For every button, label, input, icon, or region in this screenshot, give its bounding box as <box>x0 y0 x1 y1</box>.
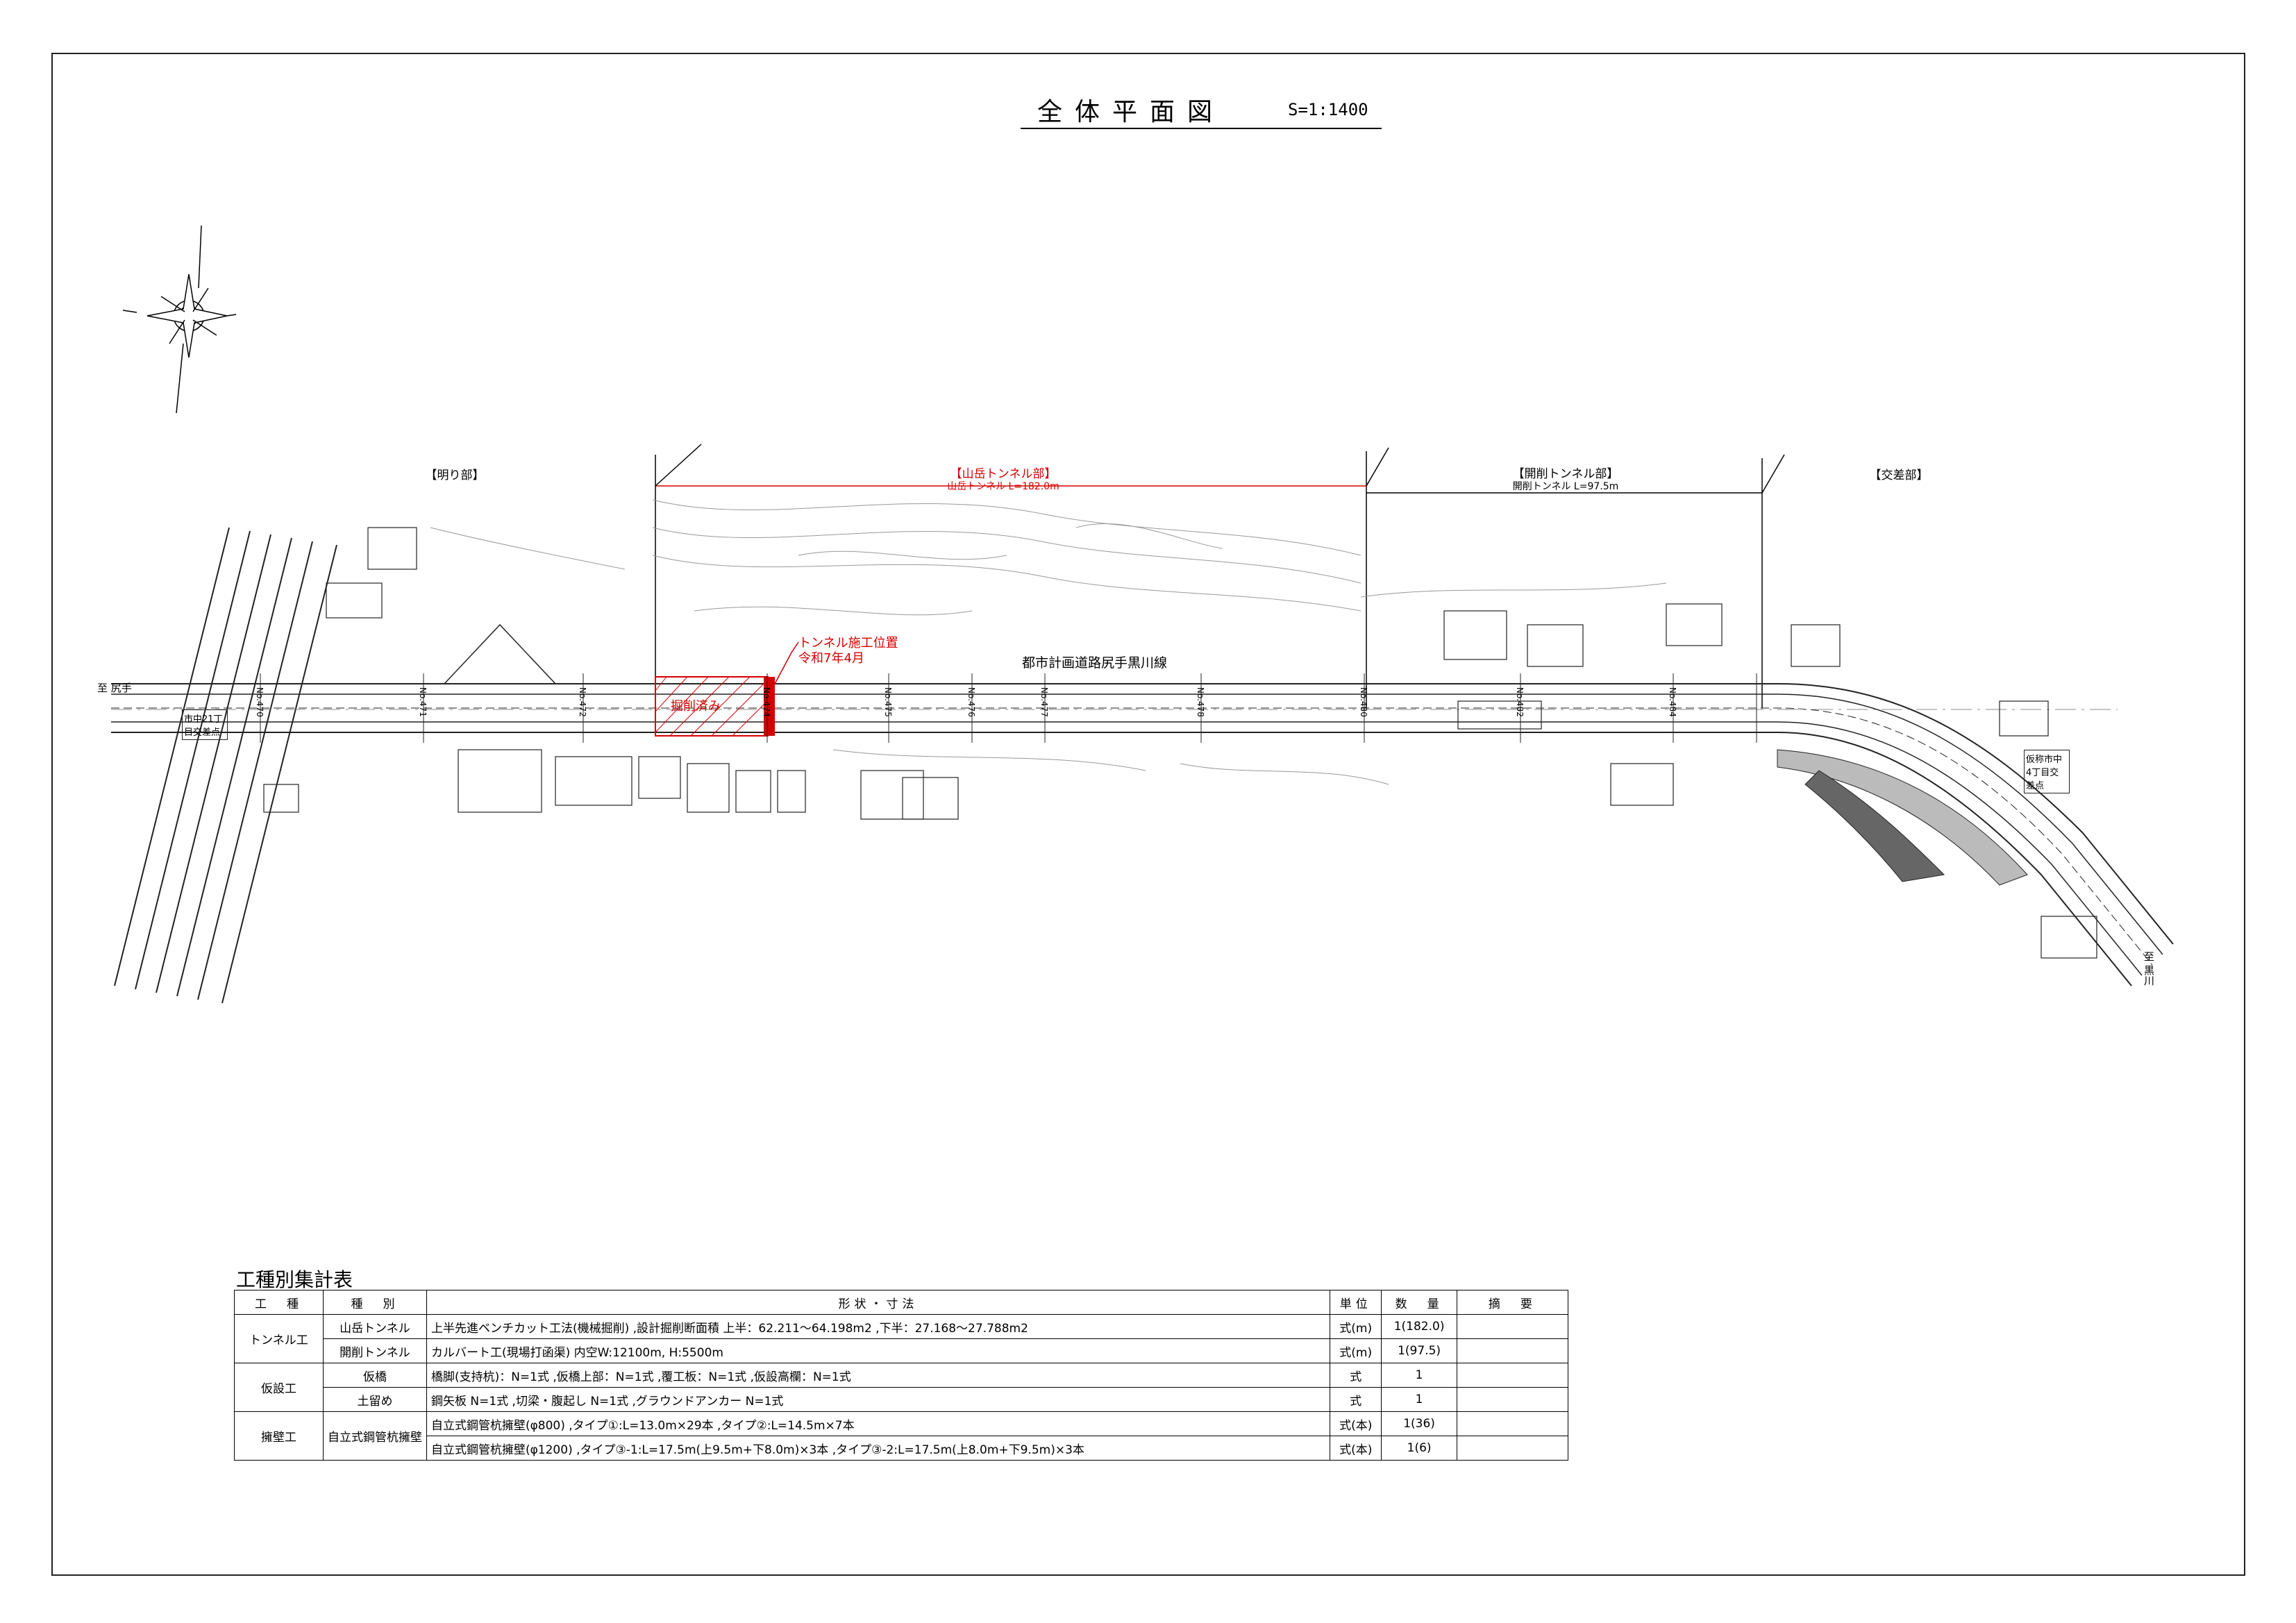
cell-note <box>1456 1314 1569 1339</box>
cell-spec: カルバート工(現場打函渠) 内空W:12100m, H:5500m <box>426 1338 1330 1363</box>
direction-shirite: 至 尻手 <box>97 682 132 694</box>
station-label: No.474 <box>762 687 771 717</box>
station-ticks <box>260 673 1757 743</box>
main-road <box>111 683 2174 986</box>
station-label: No.471 <box>418 687 428 717</box>
section-kaisaku: 【開削トンネル部】 <box>1512 467 1619 481</box>
cell-unit: 式(本) <box>1329 1411 1382 1436</box>
buildings <box>263 527 2097 959</box>
direction-kurokawa: 至 黒川 <box>2143 951 2155 986</box>
contour-lines <box>430 499 1667 785</box>
drawing-scale: S=1:1400 <box>1288 100 1368 119</box>
table-row: トンネル工 山岳トンネル 上半先進ベンチカット工法(機械掘削) ,設計掘削断面積… <box>234 1314 1569 1363</box>
compass-rose-icon <box>122 225 237 414</box>
excavated-area <box>655 676 775 737</box>
cell-type: 土留め <box>322 1387 427 1412</box>
cell-kind: トンネル工 <box>234 1314 324 1363</box>
excavated-label: 掘削済み <box>671 699 721 714</box>
intersection-left: 市中21丁目交差点 <box>182 709 228 740</box>
cell-qty: 1 <box>1381 1387 1457 1412</box>
cell-unit: 式(m) <box>1329 1314 1382 1339</box>
cell-unit: 式(m) <box>1329 1338 1382 1363</box>
table-row: 擁壁工 自立式鋼管杭擁壁 自立式鋼管杭擁壁(φ800) ,タイプ①:L=13.0… <box>234 1411 1569 1461</box>
dimension-lines <box>655 444 1785 708</box>
tunnel-work-position: トンネル施工位置 <box>798 636 898 650</box>
table-row: 開削トンネル カルバート工(現場打函渠) 内空W:12100m, H:5500m… <box>235 1338 1569 1363</box>
station-label: No.470 <box>255 687 265 717</box>
cell-note <box>1456 1338 1569 1363</box>
work-summary-table: 工 種 種 別 形状・寸法 単位 数 量 摘 要 トンネル工 山岳トンネル 上半… <box>234 1290 1569 1461</box>
cell-note <box>1456 1363 1569 1388</box>
station-label: No.475 <box>883 687 893 717</box>
slope <box>443 623 557 684</box>
drawing-title: 全体平面図 <box>1037 98 1225 126</box>
road-name: 都市計画道路尻手黒川線 <box>1022 655 1168 671</box>
retaining-wall <box>1777 749 2028 886</box>
cell-kind: 擁壁工 <box>234 1411 324 1461</box>
table-header-row: 工 種 種 別 形状・寸法 単位 数 量 摘 要 <box>234 1290 1569 1315</box>
leader-line <box>774 641 799 684</box>
cell-unit: 式 <box>1329 1363 1382 1388</box>
cell-spec: 鋼矢板 N=1式 ,切梁・腹起し N=1式 ,グラウンドアンカー N=1式 <box>426 1387 1330 1412</box>
cell-type: 開削トンネル <box>322 1338 427 1363</box>
cell-type: 山岳トンネル <box>322 1314 427 1339</box>
station-label: No.478 <box>1196 687 1205 717</box>
cell-kind: 仮設工 <box>234 1363 324 1412</box>
cell-unit: 式(本) <box>1329 1436 1382 1461</box>
section-sangaku-length: 山岳トンネル L=182.0m <box>947 481 1059 492</box>
header-spec: 形状・寸法 <box>426 1290 1330 1315</box>
header-unit: 単位 <box>1329 1290 1382 1315</box>
cell-spec: 上半先進ベンチカット工法(機械掘削) ,設計掘削断面積 上半：62.211～64… <box>426 1314 1330 1339</box>
station-label: No.477 <box>1039 687 1049 717</box>
header-qty: 数 量 <box>1381 1290 1457 1315</box>
cell-spec: 橋脚(支持杭)：N=1式 ,仮橋上部：N=1式 ,覆工板：N=1式 ,仮設高欄：… <box>426 1363 1330 1388</box>
header-kind: 工 種 <box>234 1290 324 1315</box>
table-row: 自立式鋼管杭擁壁(φ1200) ,タイプ③-1:L=17.5m(上9.5m+下8… <box>235 1436 1569 1461</box>
table-row: 仮設工 仮橋 橋脚(支持杭)：N=1式 ,仮橋上部：N=1式 ,覆工板：N=1式… <box>234 1363 1569 1412</box>
table-title: 工種別集計表 <box>236 1268 353 1291</box>
cell-unit: 式 <box>1329 1387 1382 1412</box>
cell-qty: 1(97.5) <box>1381 1338 1457 1363</box>
station-label: No.482 <box>1515 687 1525 717</box>
section-akari: 【明り部】 <box>425 469 485 482</box>
tunnel-work-date: 令和7年4月 <box>798 651 864 666</box>
station-label: No.480 <box>1359 687 1368 717</box>
cross-road-left <box>114 527 337 1004</box>
table-row: 土留め 鋼矢板 N=1式 ,切梁・腹起し N=1式 ,グラウンドアンカー N=1… <box>235 1387 1569 1412</box>
cell-note <box>1456 1436 1569 1461</box>
cell-spec: 自立式鋼管杭擁壁(φ800) ,タイプ①:L=13.0m×29本 ,タイプ②:L… <box>426 1411 1330 1436</box>
section-kousa: 【交差部】 <box>1869 469 1929 482</box>
cell-qty: 1(6) <box>1381 1436 1457 1461</box>
cell-qty: 1(182.0) <box>1381 1314 1457 1339</box>
station-label: No.484 <box>1668 687 1677 717</box>
header-note: 摘 要 <box>1456 1290 1569 1315</box>
cell-qty: 1(36) <box>1381 1411 1457 1436</box>
drawing-frame <box>51 53 2245 1576</box>
cell-type: 仮橋 <box>322 1363 427 1388</box>
header-type: 種 別 <box>322 1290 427 1315</box>
cell-note <box>1456 1387 1569 1412</box>
cell-spec: 自立式鋼管杭擁壁(φ1200) ,タイプ③-1:L=17.5m(上9.5m+下8… <box>426 1436 1330 1461</box>
intersection-right: 仮称市中4丁目交差点 <box>2024 750 2070 793</box>
title-block: 全体平面図 S=1:1400 <box>1021 92 1382 129</box>
station-label: No.472 <box>578 687 587 717</box>
cell-note <box>1456 1411 1569 1436</box>
cell-type: 自立式鋼管杭擁壁 <box>322 1411 427 1461</box>
cell-qty: 1 <box>1381 1363 1457 1388</box>
station-label: No.476 <box>966 687 976 717</box>
section-kaisaku-length: 開削トンネル L=97.5m <box>1512 481 1619 492</box>
section-sangaku: 【山岳トンネル部】 <box>950 467 1057 481</box>
